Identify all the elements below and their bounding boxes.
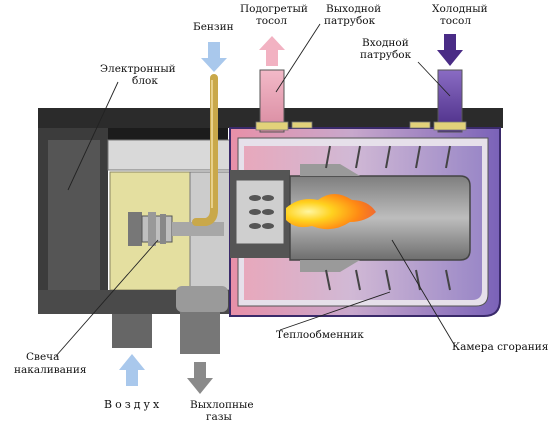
exhaust-arrow — [187, 362, 213, 394]
label-outlet-pipe-1: Выходной — [326, 3, 381, 15]
leader-outlet-pipe — [275, 23, 321, 93]
chamber-flange-top — [300, 164, 360, 176]
label-glow-plug-1: Свеча — [26, 351, 59, 363]
petrol-line — [192, 74, 218, 226]
leader-combustion-chamber — [391, 239, 456, 347]
flame — [286, 194, 376, 230]
leader-heat-exchanger — [279, 291, 391, 331]
mid-collar-2 — [409, 121, 431, 129]
electronic-unit-face — [48, 140, 100, 290]
label-exhaust-1: Выхлопные — [190, 399, 254, 411]
label-exhaust-2: газы — [206, 411, 232, 423]
label-inlet-pipe-1: Входной — [362, 37, 409, 49]
mid-collar — [291, 121, 313, 129]
leader-glow-plug — [55, 239, 159, 357]
label-heated-coolant-1: Подогретый — [240, 3, 308, 15]
outlet-pipe-collar — [255, 121, 289, 131]
label-electronic-unit-1: Электронный — [100, 63, 176, 75]
label-electronic-unit-2: блок — [132, 75, 158, 87]
burner-slots — [249, 195, 274, 229]
exchanger-fins — [325, 145, 451, 291]
glow-plug — [128, 212, 224, 246]
label-air: Воздух — [104, 398, 162, 411]
heated-coolant-arrow — [259, 36, 285, 66]
petrol-arrow — [201, 42, 227, 72]
exhaust-stub — [180, 310, 220, 354]
leader-inlet-pipe — [417, 61, 451, 97]
inlet-pipe-collar — [433, 121, 467, 131]
label-combustion-chamber: Камера сгорания — [452, 341, 549, 353]
air-inlet-stub — [112, 314, 152, 348]
exhaust-flange — [176, 286, 228, 312]
label-outlet-pipe-2: патрубок — [324, 15, 376, 27]
label-cold-coolant-2: тосол — [440, 15, 471, 27]
leader-electronic-unit — [67, 81, 119, 191]
label-heated-coolant-2: тосол — [256, 15, 287, 27]
label-cold-coolant-1: Холодный — [432, 3, 488, 15]
chamber-flange-bottom — [300, 260, 360, 272]
cold-coolant-arrow — [437, 34, 463, 66]
label-glow-plug-2: накаливания — [14, 364, 87, 376]
label-petrol: Бензин — [193, 21, 234, 33]
air-arrow — [119, 354, 145, 386]
label-inlet-pipe-2: патрубок — [360, 49, 412, 61]
label-heat-exchanger: Теплообменник — [276, 329, 364, 341]
